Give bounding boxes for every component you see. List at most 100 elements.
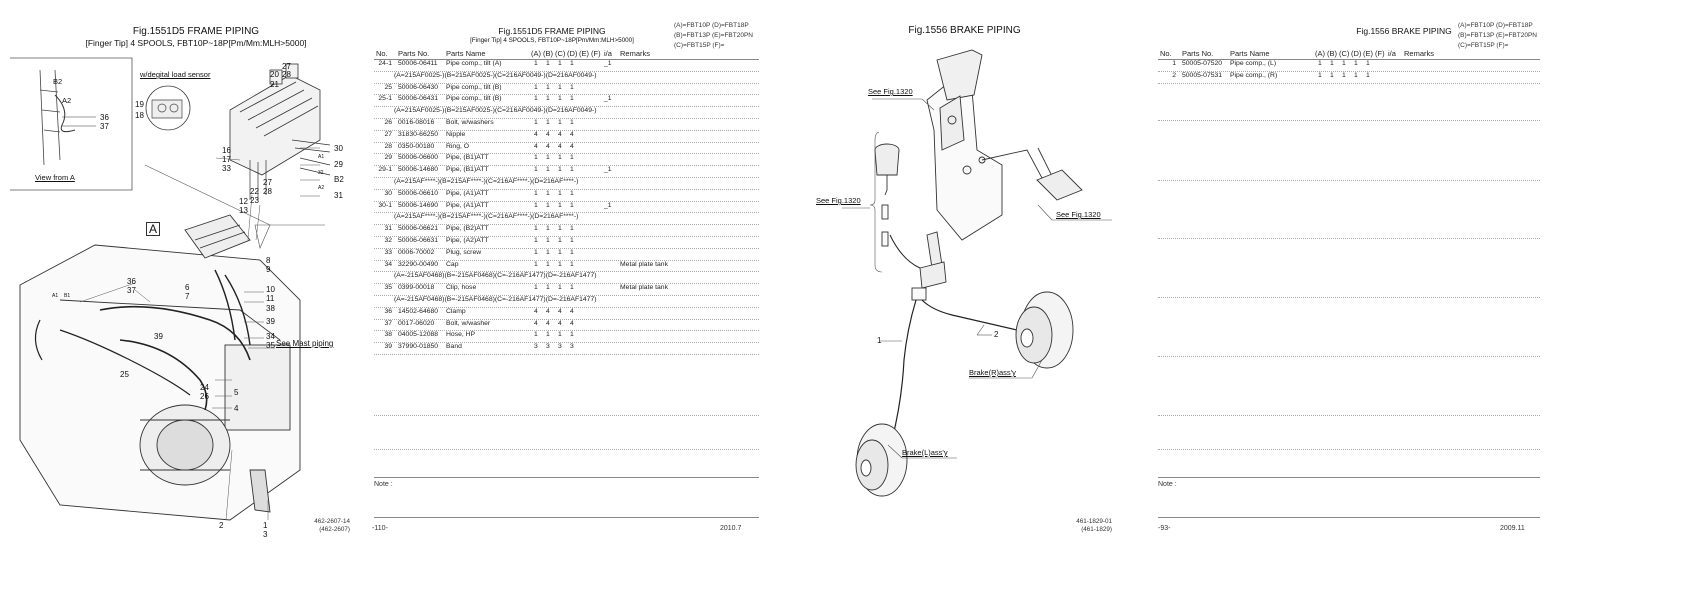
row-rule: [1158, 82, 1540, 84]
cell-a: 1: [534, 95, 538, 103]
cell-no: 34: [384, 260, 392, 268]
cell-name: Pipe, (B1)ATT: [446, 166, 489, 174]
see-mast-piping-label: See Mast piping: [276, 339, 334, 348]
row-rule: [374, 342, 759, 344]
cell-name: Clamp: [446, 307, 466, 315]
cell-c: 1: [558, 189, 562, 197]
frame-piping-illustration: [10, 57, 331, 521]
col-no: No.: [376, 49, 388, 58]
cell-no: 1: [1172, 60, 1176, 67]
row-rule: [374, 295, 759, 296]
row-rule: [374, 153, 759, 155]
row-rule: [374, 70, 759, 72]
cell-c: 1: [558, 260, 562, 268]
cell-b: 1: [546, 237, 550, 244]
cell-d: 1: [570, 119, 574, 126]
col-remarks: Remarks: [620, 49, 651, 58]
cell-name: Ring, O: [446, 142, 470, 150]
cell-parts-no: 50006-06631: [398, 237, 439, 244]
cell-c: 1: [558, 201, 562, 209]
view-a-marker: A: [146, 222, 161, 236]
col-b: (B): [1327, 49, 1337, 58]
callout-27-lower: 27: [263, 178, 272, 187]
cell-no: 25: [384, 83, 392, 91]
row-rule: [374, 330, 759, 332]
cell-d: 1: [570, 189, 574, 197]
callout-37-main: 37: [127, 286, 136, 295]
callout-a2-valve: A2: [318, 185, 325, 191]
cell-b: 1: [546, 60, 550, 67]
legend-line-3: (C)=FBT15P (F)=: [1458, 42, 1509, 49]
brake-piping-drawing-page: Fig.1556 BRAKE PIPING: [816, 0, 1234, 595]
legend-line-2: (B)=FBT13P (E)=FBT20PN: [1458, 32, 1537, 39]
cell-b: 1: [546, 83, 550, 91]
callout-23: 23: [250, 196, 259, 205]
cell-no: 2: [1172, 71, 1176, 79]
cell-d: 1: [570, 260, 574, 268]
cell-a: 1: [1318, 60, 1322, 67]
serial-note: (A=-215AF0468)(B=-215AF0468)(C=-216AF147…: [394, 296, 597, 303]
cell-parts-no: 50006-06600: [398, 154, 439, 162]
page-number: -93-: [1158, 525, 1171, 532]
cell-b: 1: [1330, 71, 1334, 79]
cell-no: 31: [384, 225, 392, 233]
callout-18: 18: [135, 111, 144, 120]
serial-note: (A=215AF****-)(B=215AF****-)(C=216AF****…: [394, 178, 579, 185]
cell-a: 1: [534, 284, 538, 292]
cell-parts-no: 0399-00018: [398, 284, 435, 292]
row-rule: [374, 259, 759, 261]
callout-17: 17: [222, 155, 231, 164]
header-rule: [1158, 59, 1540, 60]
cell-parts-no: 0350-00180: [398, 142, 435, 150]
cell-c: 1: [558, 154, 562, 162]
empty-rule: [1158, 238, 1540, 239]
cell-a: 4: [534, 130, 538, 138]
callout-b2: B2: [53, 77, 63, 86]
cell-b: 1: [546, 119, 550, 126]
cell-c: 1: [558, 83, 562, 91]
drawing-code-ref: (461-1829): [1081, 526, 1112, 533]
model-legend: (A)=FBT10P (D)=FBT18P (B)=FBT13P (E)=FBT…: [674, 21, 753, 51]
cell-ia: _1: [604, 201, 612, 209]
cell-e: 1: [1366, 60, 1370, 67]
cell-no: 25-1: [378, 95, 392, 103]
callout-34: 34: [266, 332, 275, 341]
cell-c: 1: [1342, 71, 1346, 79]
cell-no: 26: [384, 119, 392, 126]
cell-b: 1: [546, 95, 550, 103]
row-rule: [374, 306, 759, 308]
cell-b: 4: [546, 142, 550, 150]
cell-name: Pipe comp., tilt (A): [446, 60, 502, 67]
cell-name: Plug, screw: [446, 248, 482, 256]
brake-piping-illustration: [842, 49, 1112, 497]
callout-10: 10: [266, 285, 275, 294]
callout-9: 9: [266, 265, 271, 274]
callout-4: 4: [234, 404, 239, 413]
callout-22: 22: [250, 187, 259, 196]
col-no: No.: [1160, 49, 1172, 58]
row-rule: [374, 82, 759, 84]
figure-title: Fig.1556 BRAKE PIPING: [908, 25, 1021, 36]
empty-rule: [1158, 297, 1540, 298]
cell-a: 4: [534, 307, 538, 315]
row-rule: [374, 318, 759, 320]
cell-name: Pipe, (A2)ATT: [446, 237, 489, 244]
callout-a1-main: A1: [52, 293, 59, 299]
row-rule: [374, 188, 759, 190]
cell-no: 29: [384, 154, 392, 162]
legend-line-1: (A)=FBT10P (D)=FBT18P: [674, 22, 749, 29]
cell-parts-no: 50005-07531: [1182, 71, 1223, 79]
drawing-code-main: 461-1829-01: [1076, 518, 1112, 525]
cell-c: 4: [558, 319, 562, 327]
cell-b: 1: [546, 331, 550, 339]
cell-name: Pipe comp., tilt (B): [446, 83, 502, 91]
callout-1: 1: [877, 336, 882, 345]
brake-piping-parts-page: Fig.1556 BRAKE PIPING (A)=FBT10P (D)=FBT…: [1158, 0, 1684, 595]
cell-name: Pipe, (A1)ATT: [446, 189, 489, 197]
cell-d: 1: [570, 166, 574, 174]
col-ia: i/a: [1388, 49, 1396, 58]
